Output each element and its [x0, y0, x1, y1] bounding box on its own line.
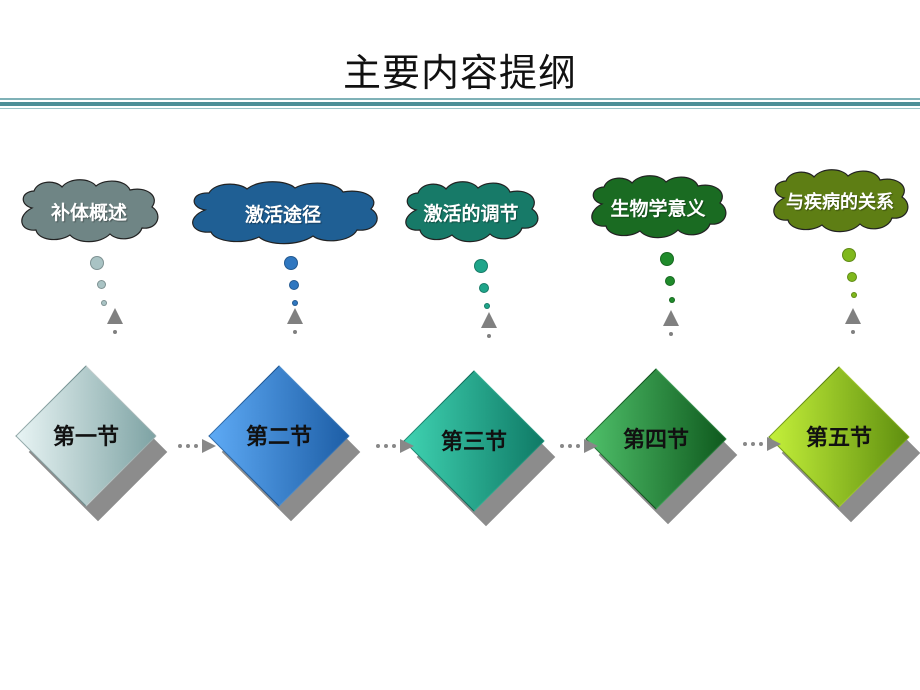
thought-bubble-icon: [842, 248, 856, 262]
title-divider: [0, 102, 920, 106]
topic-cloud-2[interactable]: 激活途径: [183, 180, 383, 246]
section-label: 第一节: [52, 425, 119, 450]
cloud-shape: [21, 179, 159, 243]
section-label: 第四节: [622, 428, 689, 453]
thought-bubble-icon: [851, 292, 857, 298]
section-4[interactable]: 第四节: [585, 368, 741, 525]
up-arrow-icon: [663, 310, 679, 336]
thought-bubble-icon: [97, 280, 106, 289]
next-arrow-icon: [743, 437, 781, 451]
thought-bubble-icon: [479, 283, 489, 293]
next-arrow-icon: [560, 439, 598, 453]
thought-bubble-icon: [284, 256, 298, 270]
cloud-shape: [405, 181, 539, 243]
cloud-shape: [773, 169, 909, 233]
topic-cloud-3[interactable]: 激活的调节: [398, 180, 544, 244]
thought-bubble-icon: [660, 252, 674, 266]
topic-label: 激活的调节: [423, 202, 519, 225]
up-arrow-icon: [845, 308, 861, 334]
section-label: 第二节: [245, 425, 312, 450]
topic-label: 激活途径: [244, 203, 321, 226]
section-5[interactable]: 第五节: [768, 366, 920, 523]
topic-cloud-4[interactable]: 生物学意义: [584, 174, 732, 240]
thought-bubble-icon: [669, 297, 675, 303]
thought-bubble-icon: [847, 272, 857, 282]
topic-label: 补体概述: [50, 201, 127, 224]
up-arrow-icon: [107, 308, 123, 334]
title-divider: [0, 108, 920, 109]
next-arrow-icon: [178, 439, 216, 453]
thought-bubble-icon: [474, 259, 488, 273]
title-divider: [0, 98, 920, 100]
topic-cloud-5[interactable]: 与疾病的关系: [766, 168, 914, 234]
thought-bubble-icon: [289, 280, 299, 290]
thought-bubble-icon: [101, 300, 107, 306]
thought-bubble-icon: [90, 256, 104, 270]
topic-label: 与疾病的关系: [786, 192, 894, 213]
section-1[interactable]: 第一节: [15, 365, 171, 522]
next-arrow-icon: [376, 439, 414, 453]
thought-bubble-icon: [484, 303, 490, 309]
cloud-shape: [192, 181, 378, 245]
section-label: 第五节: [805, 426, 872, 451]
slide-title: 主要内容提纲: [342, 51, 577, 95]
section-label: 第三节: [440, 430, 507, 455]
cloud-shape: [591, 175, 727, 239]
section-2[interactable]: 第二节: [208, 365, 364, 522]
thought-bubble-icon: [665, 276, 675, 286]
topic-cloud-1[interactable]: 补体概述: [14, 178, 164, 244]
thought-bubble-icon: [292, 300, 298, 306]
up-arrow-icon: [287, 308, 303, 334]
up-arrow-icon: [481, 312, 497, 338]
section-3[interactable]: 第三节: [403, 370, 559, 527]
topic-label: 生物学意义: [610, 197, 706, 220]
